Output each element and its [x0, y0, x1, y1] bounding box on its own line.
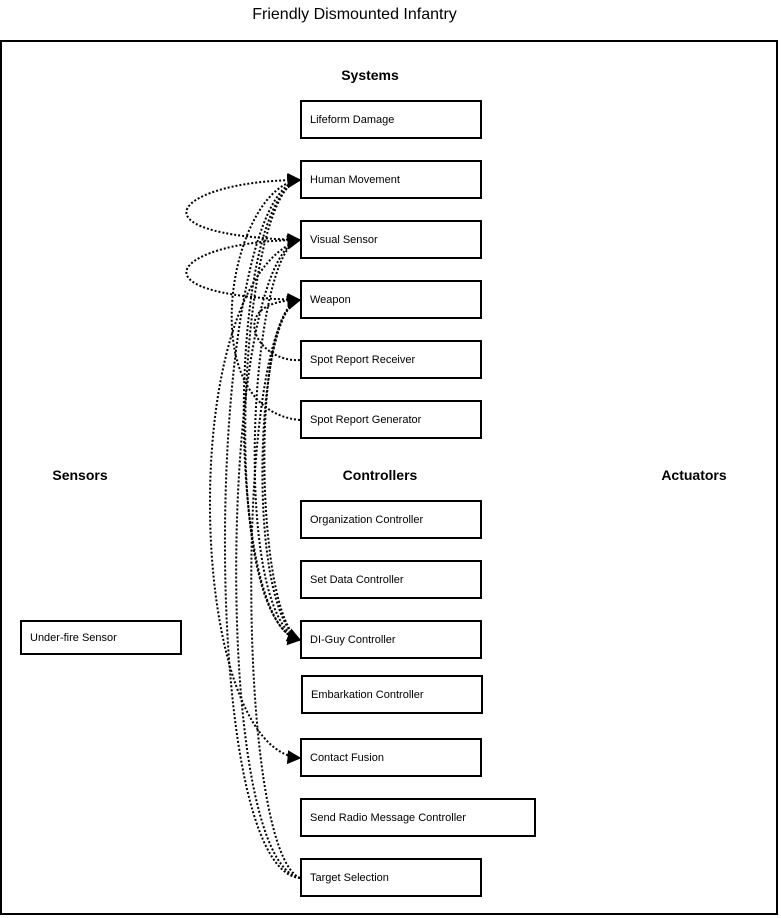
- actuators-header: Actuators: [661, 467, 727, 483]
- contact-fusion-box[interactable]: Contact Fusion: [300, 738, 482, 777]
- systems-header: Systems: [341, 67, 399, 83]
- arrow-di-guy-to-visual-sensor: [253, 234, 302, 641]
- arrow-target-selection-to-human-movement: [224, 174, 302, 879]
- organization-controller-box[interactable]: Organization Controller: [300, 500, 482, 539]
- arrow-di-guy-to-human-movement: [244, 174, 302, 641]
- set-data-controller-box[interactable]: Set Data Controller: [300, 560, 482, 599]
- arrow-spot-report-generator-to-human-movement: [230, 173, 302, 421]
- sensors-header: Sensors: [52, 467, 108, 483]
- diagram-frame: [0, 40, 778, 915]
- arrow-target-selection-to-weapon: [250, 296, 302, 879]
- arrow-visual-sensor-to-human-movement: [185, 173, 302, 241]
- diagram-title: Friendly Dismounted Infantry: [252, 6, 457, 23]
- controllers-header: Controllers: [342, 467, 418, 483]
- arrow-target-selection-to-visual-sensor: [235, 235, 302, 879]
- embarkation-controller-box[interactable]: Embarkation Controller: [301, 675, 483, 714]
- target-selection-box[interactable]: Target Selection: [300, 858, 482, 897]
- under-fire-sensor-box[interactable]: Under-fire Sensor: [20, 620, 182, 655]
- weapon-box[interactable]: Weapon: [300, 280, 482, 319]
- arrow-visual-sensor-to-contact-fusion: [208, 239, 302, 765]
- spot-report-receiver-box[interactable]: Spot Report Receiver: [300, 340, 482, 379]
- send-radio-message-controller-box[interactable]: Send Radio Message Controller: [300, 798, 536, 837]
- lifeform-damage-box[interactable]: Lifeform Damage: [300, 100, 482, 139]
- arrow-weapon-to-visual-sensor: [185, 233, 302, 301]
- visual-sensor-box[interactable]: Visual Sensor: [300, 220, 482, 259]
- spot-report-generator-box[interactable]: Spot Report Generator: [300, 400, 482, 439]
- human-movement-box[interactable]: Human Movement: [300, 160, 482, 199]
- di-guy-controller-box[interactable]: DI-Guy Controller: [300, 620, 482, 659]
